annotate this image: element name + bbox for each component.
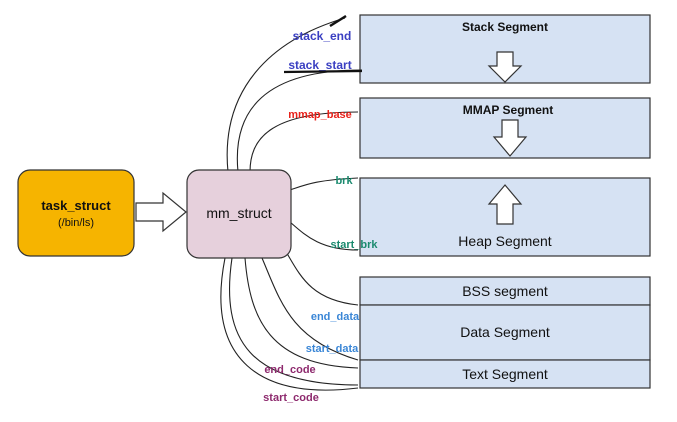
stack-end-marker [329, 14, 347, 28]
field-end-data: end_data [311, 311, 360, 323]
connector-lines [220, 17, 363, 391]
segment-data-label: Data Segment [460, 324, 550, 340]
segment-heap-label: Heap Segment [458, 233, 552, 249]
segment-bss: BSS segment [359, 276, 651, 306]
field-stack-start: stack_start [288, 58, 351, 72]
field-mmap-base: mmap_base [288, 109, 352, 121]
segment-data: Data Segment [359, 304, 651, 361]
up-arrow-icon [487, 184, 523, 225]
mm-struct-box: mm_struct [186, 169, 292, 259]
field-brk: brk [335, 175, 353, 187]
segment-stack: Stack Segment [359, 14, 651, 84]
field-stack-end: stack_end [293, 29, 352, 43]
segment-mmap: MMAP Segment [359, 97, 651, 159]
segment-text-label: Text Segment [462, 366, 548, 382]
field-start-code: start_code [263, 392, 319, 404]
down-arrow-icon [492, 119, 528, 157]
field-end-code: end_code [264, 364, 315, 376]
segment-mmap-label: MMAP Segment [463, 103, 553, 117]
mm-struct-label: mm_struct [206, 205, 271, 221]
task-struct-title: task_struct [41, 198, 111, 213]
field-start-brk: start_brk [330, 239, 378, 251]
down-arrow-icon [487, 51, 523, 83]
segment-text: Text Segment [359, 359, 651, 389]
task-struct-box: task_struct (/bin/ls) [17, 169, 135, 257]
stack-start-underline [283, 69, 363, 74]
task-struct-subtitle: (/bin/ls) [58, 217, 94, 229]
field-start-data: start_data [306, 343, 359, 355]
right-arrow-icon [135, 191, 187, 233]
segment-heap: Heap Segment [359, 177, 651, 257]
segment-stack-label: Stack Segment [462, 20, 548, 34]
segment-bss-label: BSS segment [462, 283, 548, 299]
